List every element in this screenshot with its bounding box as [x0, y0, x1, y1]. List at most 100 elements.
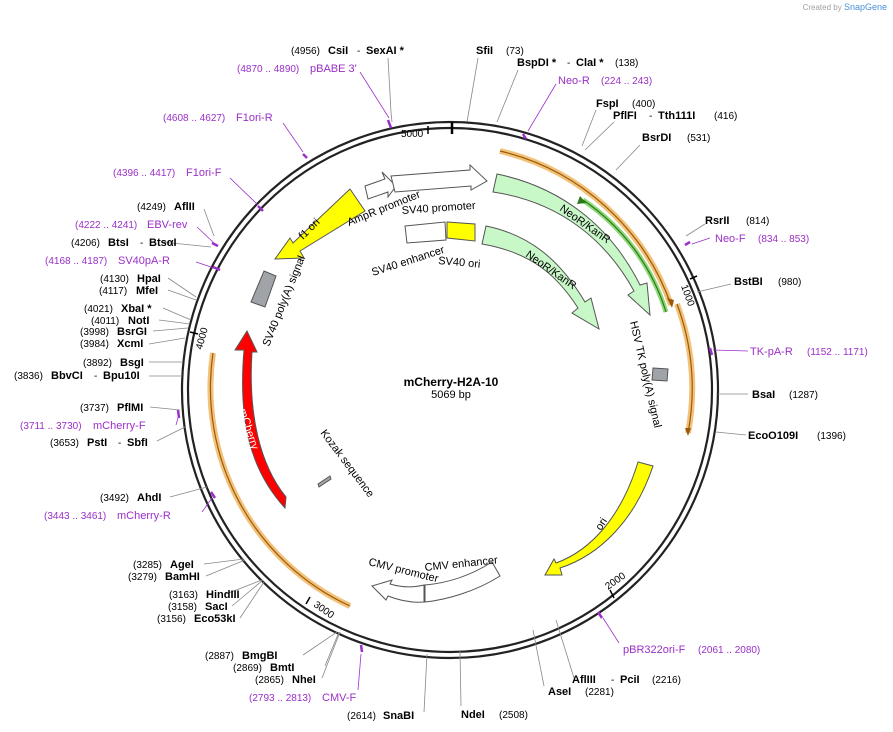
site-btsai: BtsαI — [149, 237, 177, 249]
site-agei: AgeI — [170, 559, 194, 571]
site-pos-xcmi: (3984) — [80, 339, 109, 350]
site-bsai: BsaI — [752, 389, 775, 401]
primer-range-pbabe3: (4870 .. 4890) — [237, 64, 299, 75]
primer-labels: (4870 .. 4890) pBABE 3' Neo-R (224 .. 24… — [20, 63, 868, 704]
site-tth111i: Tth111I — [658, 110, 695, 122]
site-pos-snabi: (2614) — [347, 711, 376, 722]
site-pos-agei: (3285) — [133, 560, 162, 571]
site-xbai: XbaI * — [121, 303, 152, 315]
site-pos-bspdi: (138) — [615, 58, 638, 69]
site-pflmi: PflMI — [117, 402, 143, 414]
site-bstbi: BstBI — [734, 276, 763, 288]
site-psti: PstI — [87, 437, 107, 449]
enzyme-leader-lines — [148, 57, 748, 713]
primer-range-neo-f: (834 .. 853) — [758, 234, 809, 245]
site-sfii: SfiI — [476, 45, 493, 57]
primer-leader-lines — [175, 71, 749, 691]
plasmid-name: mCherry-H2A-10 — [404, 375, 499, 389]
site-pos-btsi: (4206) — [71, 238, 100, 249]
site-pos-mfei: (4117) — [99, 286, 127, 297]
primer-pbr322ori-f: pBR322ori-F — [623, 644, 686, 656]
primer-mcherry-f: mCherry-F — [93, 420, 146, 432]
site-sbfi: SbfI — [127, 437, 148, 449]
site-bmgbi: BmgBI — [242, 650, 277, 662]
site-bamhi: BamHI — [165, 571, 200, 583]
site-rsrii: RsrII — [705, 215, 729, 227]
site-pos-bbvci: (3836) — [14, 371, 43, 382]
plasmid-title: mCherry-H2A-10 5069 bp — [404, 375, 499, 401]
site-pos-bsrdi: (531) — [687, 133, 710, 144]
primer-range-f1ori-f: (4396 .. 4417) — [113, 168, 175, 179]
site-fspi: FspI — [596, 98, 619, 110]
site-pos-bmgbi: (2887) — [205, 651, 234, 662]
feature-label-sv40-promoter: SV40 promoter — [401, 200, 476, 217]
site-pos-bsgi: (3892) — [83, 358, 112, 369]
site-dash-afliii: - — [611, 675, 614, 686]
site-hindiii: HindIII — [206, 589, 240, 601]
site-saci: SacI — [205, 601, 228, 613]
site-bsrgi: BsrGI — [117, 326, 147, 338]
tick-label-1000: 1000 — [678, 283, 696, 308]
site-pos-xbai: (4021) — [84, 304, 113, 315]
primer-cmv-f: CMV-F — [322, 692, 357, 704]
site-eco53ki: Eco53kI — [194, 613, 236, 625]
site-bsrdi: BsrDI — [642, 132, 671, 144]
enzyme-labels: (4956) CsiI - SexAI * SfiI (73) BspDI * … — [14, 45, 846, 722]
site-pos-afliii: (2216) — [652, 675, 681, 686]
site-bpu10i: Bpu10I — [103, 370, 140, 382]
feature-label-sv40-ori: SV40 ori — [438, 255, 481, 271]
primer-range-mcherry-r: (3443 .. 3461) — [44, 511, 106, 522]
watermark-prefix: Created by — [802, 3, 842, 12]
site-pos-fspi: (400) — [632, 99, 655, 110]
primer-range-sv40pa-r: (4168 .. 4187) — [45, 256, 107, 267]
tick-label-3000: 3000 — [311, 599, 336, 621]
site-dash-btsi: - — [140, 238, 143, 249]
primer-f1ori-f: F1ori-F — [186, 167, 222, 179]
site-pos-eco53ki: (3156) — [157, 614, 186, 625]
site-noti: NotI — [128, 315, 149, 327]
site-dash-csii: - — [357, 46, 360, 57]
primer-range-mcherry-f: (3711 .. 3730) — [20, 421, 82, 432]
site-btsi: BtsI — [108, 237, 129, 249]
site-pos-bsai: (1287) — [789, 390, 818, 401]
site-pos-noti: (4011) — [91, 316, 119, 327]
primer-sv40pa-r: SV40pA-R — [118, 255, 170, 267]
site-xcmi: XcmI — [117, 338, 143, 350]
backbone — [180, 120, 720, 660]
site-pos-rsrii: (814) — [746, 216, 769, 227]
primer-binding-marks — [176, 119, 714, 653]
primer-neo-r: Neo-R — [558, 75, 590, 87]
tick-label-2000: 2000 — [603, 570, 628, 592]
primer-range-cmv-f: (2793 .. 2813) — [249, 693, 311, 704]
feature-label-mcherry: mCherry — [236, 407, 261, 451]
site-aflii: AflII — [174, 201, 195, 213]
snapgene-watermark: Created by SnapGene — [803, 2, 887, 12]
site-hpai: HpaI — [137, 273, 161, 285]
primer-tk-pa-r: TK-pA-R — [750, 346, 793, 358]
primer-pbabe3: pBABE 3' — [310, 63, 357, 75]
site-ahdi: AhdI — [137, 492, 161, 504]
plasmid-size: 5069 bp — [431, 389, 471, 401]
primer-range-tk-pa-r: (1152 .. 1171) — [807, 347, 868, 358]
site-ecoo109i: EcoO109I — [748, 430, 798, 442]
feature-label-ori: ori — [593, 516, 610, 533]
site-pos-bmti: (2869) — [233, 663, 262, 674]
primer-range-neo-r: (224 .. 243) — [601, 76, 652, 87]
site-nhei: NheI — [292, 674, 316, 686]
site-pos-ahdi: (3492) — [100, 493, 129, 504]
primer-range-f1ori-r: (4608 .. 4627) — [163, 113, 225, 124]
site-pos-saci: (3158) — [168, 602, 197, 613]
site-dash-bspdi: - — [567, 58, 570, 69]
site-csii: CsiI — [328, 45, 348, 57]
snapgene-logo: SnapGene — [843, 2, 887, 12]
primer-range-pbr322ori-f: (2061 .. 2080) — [698, 645, 760, 656]
site-pos-csii: (4956) — [291, 46, 320, 57]
site-asei: AseI — [548, 686, 571, 698]
site-pos-ecoo109i: (1396) — [817, 431, 846, 442]
site-bsgi: BsgI — [120, 357, 144, 369]
site-pos-sfii: (73) — [506, 46, 524, 57]
feature-label-neor-kanr-2: NeoR/KanR — [523, 249, 578, 293]
site-pos-pflmi: (3737) — [80, 403, 109, 414]
site-pcii: PciI — [620, 674, 640, 686]
site-mfei: MfeI — [136, 285, 158, 297]
